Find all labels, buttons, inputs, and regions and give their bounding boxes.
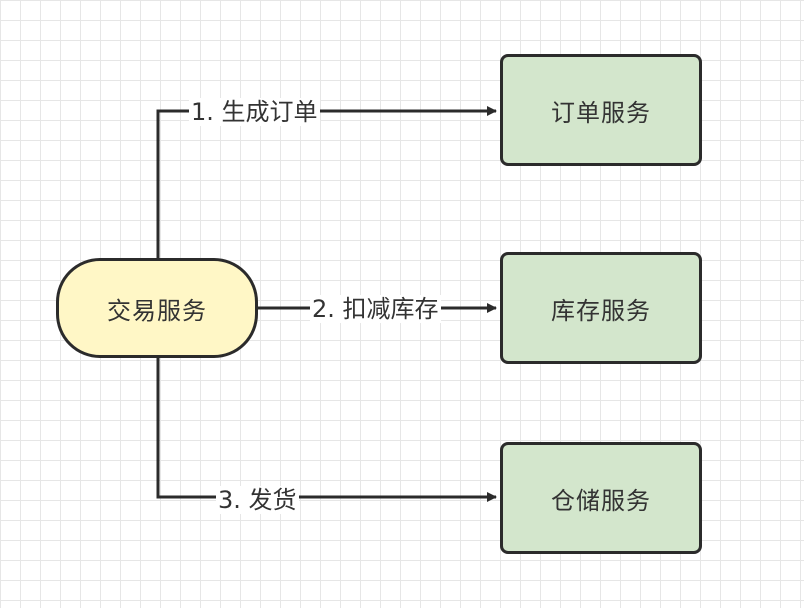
edge-label-deduct-inventory: 2. 扣减库存 [310,295,441,323]
edge-label-ship: 3. 发货 [216,486,299,514]
edge-trade-to-warehouse [156,358,497,502]
node-trade-service-label: 交易服务 [107,296,207,325]
node-inventory-service-label: 库存服务 [551,296,651,325]
node-order-service[interactable]: 订单服务 [500,54,702,166]
node-inventory-service[interactable]: 库存服务 [500,252,702,364]
edge-trade-to-order [156,106,497,258]
edge-label-create-order: 1. 生成订单 [189,98,320,126]
node-trade-service[interactable]: 交易服务 [56,258,258,358]
node-warehouse-service[interactable]: 仓储服务 [500,442,702,554]
node-order-service-label: 订单服务 [551,98,651,127]
node-warehouse-service-label: 仓储服务 [551,486,651,515]
